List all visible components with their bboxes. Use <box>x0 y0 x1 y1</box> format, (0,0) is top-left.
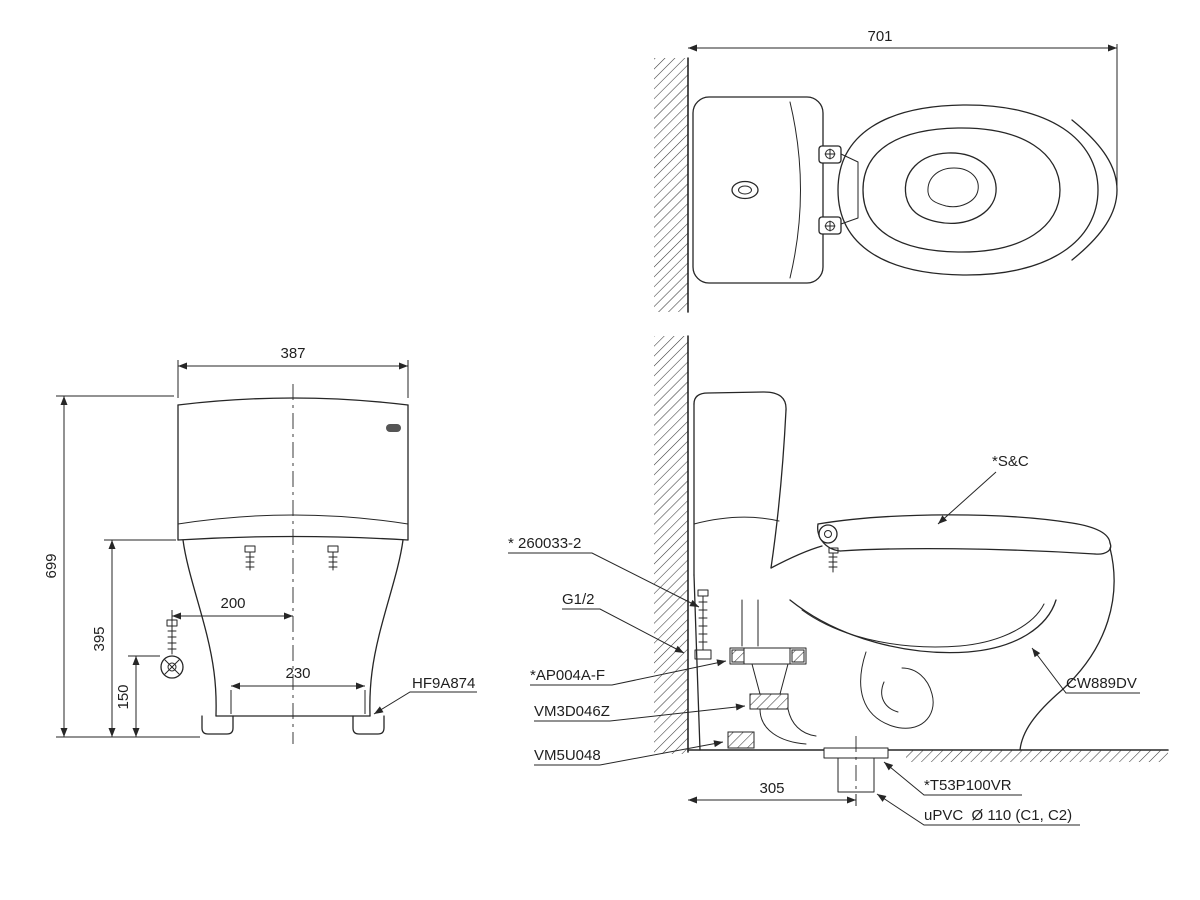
seat-cover-side <box>817 514 1112 573</box>
floor-seal-vm5u048-part <box>727 731 755 749</box>
label-cw889dv: CW889DV <box>1066 675 1137 692</box>
dim-150: 150 <box>115 655 160 737</box>
dim-230: 230 <box>230 665 366 714</box>
dim-387-label: 387 <box>280 345 305 362</box>
dim-150-label: 150 <box>115 684 132 709</box>
label-ap004a: *AP004A-F <box>530 667 605 684</box>
label-vm5u048: VM5U048 <box>534 747 601 764</box>
flush-button-inner <box>738 185 752 195</box>
label-upvc: uPVC Ø 110 (C1, C2) <box>924 807 1072 824</box>
wall-section-hatch <box>654 58 688 312</box>
callout-cw889dv: CW889DV <box>1031 647 1140 694</box>
bowl-back-profile <box>693 574 701 751</box>
outlet-passage-line-2 <box>787 708 817 737</box>
label-260033: * 260033-2 <box>508 535 581 552</box>
gasket-vm3d046z-part <box>749 693 789 710</box>
pedestal-left-profile <box>182 539 217 717</box>
wall-section-hatch <box>654 336 688 754</box>
callout-seat-cover: *S&C <box>937 453 1029 525</box>
seat-hinge-side <box>818 524 838 544</box>
seat-cover-outline <box>837 104 1099 276</box>
label-sc: *S&C <box>992 453 1029 470</box>
outlet-passage-line <box>759 708 807 745</box>
leader-line <box>937 471 997 525</box>
dim-395-label: 395 <box>91 626 108 651</box>
leader-line <box>1031 647 1140 694</box>
dim-305: 305 <box>688 780 857 806</box>
dim-200: 200 <box>171 595 293 626</box>
leader-line <box>373 691 477 715</box>
callout-vm3d046z: VM3D046Z <box>534 703 746 722</box>
callout-260033: * 260033-2 <box>508 535 700 608</box>
top-view: 701 <box>654 28 1118 313</box>
floor-hatch <box>906 750 1168 762</box>
water-supply-fitting <box>160 619 184 679</box>
dim-395: 395 <box>91 539 176 737</box>
callout-vm5u048: VM5U048 <box>534 740 724 766</box>
bowl-water-area <box>904 152 997 224</box>
dim-699: 699 <box>43 395 200 738</box>
bowl-front-rim <box>1071 119 1118 261</box>
label-hf9a874: HF9A874 <box>412 675 475 692</box>
dim-305-label: 305 <box>759 780 784 797</box>
leader-line <box>562 608 685 654</box>
left-foot <box>201 715 234 735</box>
right-foot <box>352 715 385 735</box>
callout-ap004a: *AP004A-F <box>530 659 727 686</box>
dim-387: 387 <box>177 345 409 398</box>
tank-side-profile <box>693 391 787 576</box>
callout-hf9a874: HF9A874 <box>373 675 477 715</box>
flush-button-front <box>386 424 401 432</box>
bowl-deck-edge <box>770 545 823 569</box>
side-view: 305 *S&C * 260033-2 G1/2 *AP004A-F VM3D0… <box>508 335 1169 826</box>
label-t53p100vr: *T53P100VR <box>924 777 1012 794</box>
label-g12: G1/2 <box>562 591 595 608</box>
pedestal-right-profile <box>369 539 404 717</box>
leader-line <box>876 793 1080 826</box>
callout-g12: G1/2 <box>562 591 685 654</box>
callout-upvc: uPVC Ø 110 (C1, C2) <box>876 793 1080 826</box>
bowl-interior-section <box>741 599 1057 729</box>
dim-230-label: 230 <box>285 665 310 682</box>
dim-200-label: 200 <box>220 595 245 612</box>
inlet-valve-assembly <box>729 647 807 695</box>
dim-701: 701 <box>688 28 1118 186</box>
tank-lid-edge <box>789 101 801 279</box>
supply-hose-assembly <box>694 589 712 660</box>
leader-line <box>883 761 1022 796</box>
callout-t53p100vr: *T53P100VR <box>883 761 1022 796</box>
bowl-water-spot <box>927 167 979 208</box>
seat-inner-ring <box>862 127 1061 253</box>
tank-mounting-bolts <box>244 545 339 571</box>
leader-line <box>534 703 746 722</box>
dim-701-label: 701 <box>867 28 892 45</box>
front-view: 387 699 395 150 200 230 <box>43 345 477 744</box>
dim-699-label: 699 <box>43 553 60 578</box>
leader-line <box>508 552 700 608</box>
leader-line <box>534 740 724 766</box>
seat-hinge-hardware <box>818 145 859 235</box>
flush-button-plan <box>731 180 759 200</box>
leader-line <box>530 659 727 686</box>
bowl-front-profile <box>1019 547 1115 751</box>
label-vm3d046z: VM3D046Z <box>534 703 610 720</box>
